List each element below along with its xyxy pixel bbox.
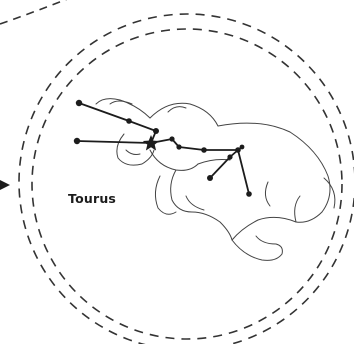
star xyxy=(153,128,159,134)
outer-orbit-arc xyxy=(0,0,80,24)
star xyxy=(169,136,174,141)
constellation-name-label: Tourus xyxy=(68,191,116,206)
star xyxy=(227,154,232,159)
star xyxy=(207,175,213,181)
star xyxy=(76,100,82,106)
constellation-lines xyxy=(77,103,249,194)
star xyxy=(74,138,80,144)
star xyxy=(246,191,252,197)
star xyxy=(201,147,207,153)
star xyxy=(240,145,245,150)
outer-dashed-ring xyxy=(19,14,354,344)
star xyxy=(176,144,181,149)
star-icon xyxy=(143,135,159,151)
inner-dashed-ring xyxy=(32,29,342,339)
arrow-right-icon xyxy=(0,180,10,190)
constellation-stars xyxy=(74,100,252,197)
star xyxy=(126,118,132,124)
